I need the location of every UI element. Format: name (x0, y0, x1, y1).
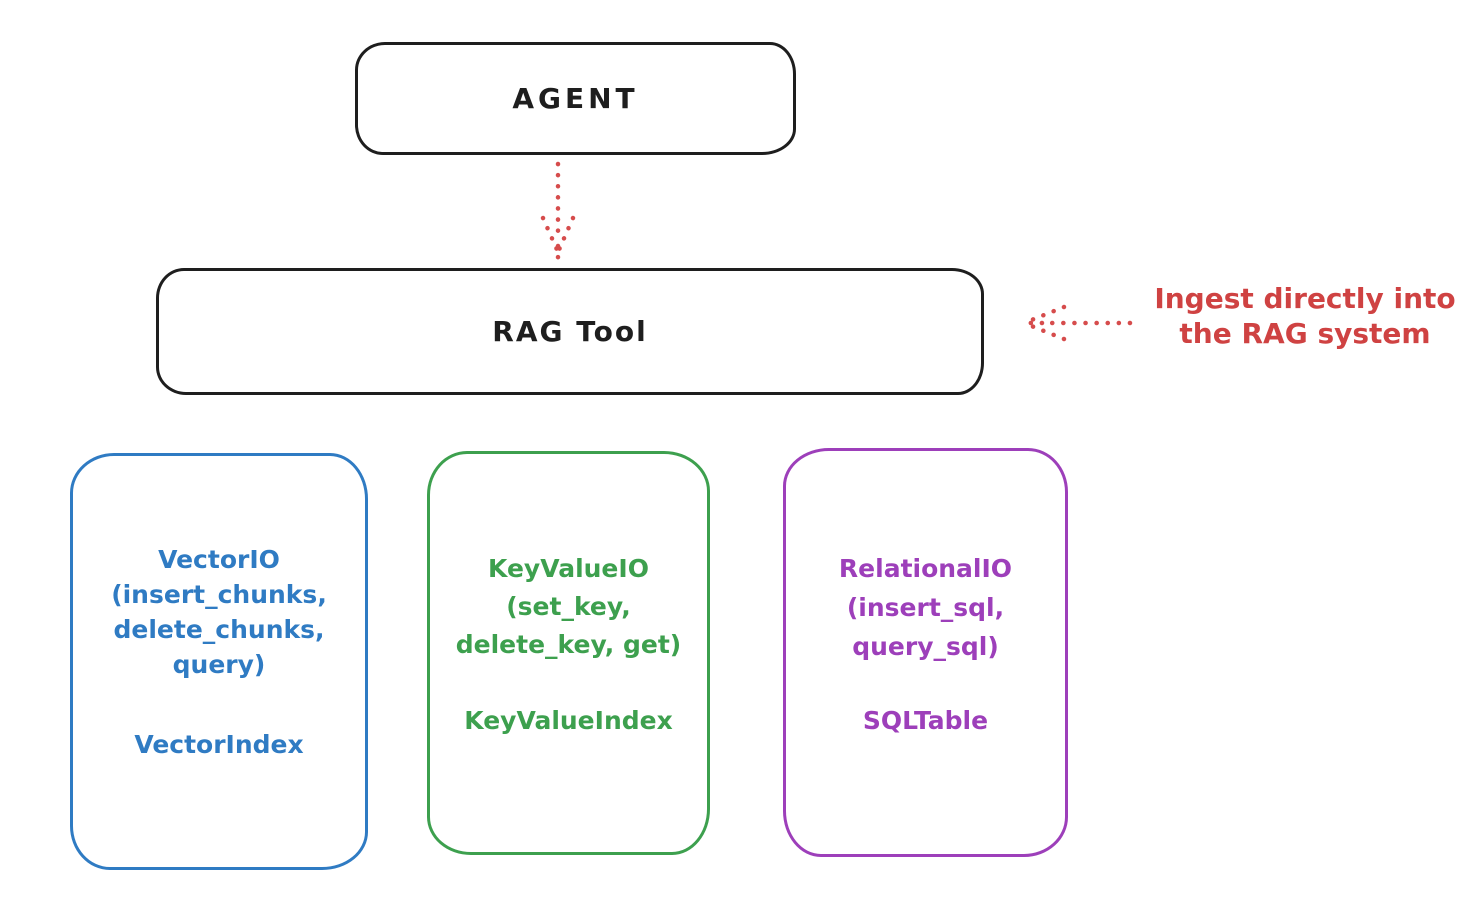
agent-node: AGENT (355, 42, 796, 155)
ingest-annotation-line1: Ingest directly into (1154, 282, 1456, 315)
vector-io-line: (insert_chunks, (111, 580, 327, 609)
relational-io-node: RelationalIO (insert_sql, query_sql) SQL… (783, 448, 1068, 857)
vector-index-label: VectorIndex (134, 730, 304, 759)
dotted-arrow-down-icon (540, 161, 576, 262)
agent-label: AGENT (512, 82, 639, 115)
vector-io-node: VectorIO (insert_chunks, delete_chunks, … (70, 453, 368, 870)
rag-tool-node: RAG Tool (156, 268, 984, 395)
keyvalue-io-line: delete_key, get) (455, 630, 682, 659)
ingest-annotation-line2: the RAG system (1179, 317, 1431, 350)
dotted-arrow-left-icon (1021, 304, 1133, 342)
rag-tool-label: RAG Tool (492, 315, 648, 348)
annotation-to-rag-arrow (1012, 300, 1136, 350)
keyvalue-io-node: KeyValueIO (set_key, delete_key, get) Ke… (427, 451, 710, 855)
vector-io-line: VectorIO (158, 545, 280, 574)
relational-io-line: RelationalIO (838, 554, 1013, 583)
sql-table-label: SQLTable (862, 706, 989, 735)
agent-to-rag-arrow (536, 160, 580, 270)
relational-io-line: (insert_sql, (846, 593, 1005, 622)
keyvalue-io-line: KeyValueIO (488, 554, 649, 583)
vector-io-line: delete_chunks, (113, 615, 325, 644)
ingest-annotation: Ingest directly into the RAG system (1135, 281, 1475, 351)
relational-io-line: query_sql) (852, 632, 999, 661)
keyvalue-index-label: KeyValueIndex (464, 706, 673, 735)
keyvalue-io-line: (set_key, (506, 592, 631, 621)
vector-io-line: query) (172, 650, 266, 679)
